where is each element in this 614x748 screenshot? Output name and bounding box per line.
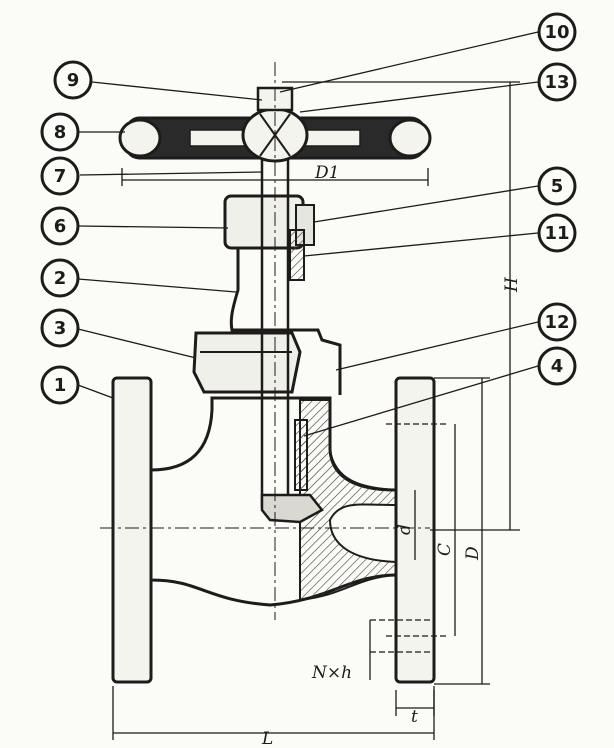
svg-text:4: 4	[551, 356, 564, 377]
packing	[289, 229, 305, 281]
dim-label-nxh: N×h	[311, 663, 352, 683]
union-nut	[192, 331, 302, 394]
dimension-lines	[112, 81, 520, 740]
bonnet-outline	[229, 245, 342, 395]
gland-nut	[223, 194, 315, 250]
dim-label-l: L	[261, 729, 273, 748]
callout-11: 11	[537, 213, 577, 253]
callout-4: 4	[537, 346, 577, 386]
svg-text:7: 7	[54, 166, 67, 187]
dim-label-h: H	[502, 276, 522, 293]
svg-text:8: 8	[54, 122, 67, 143]
left-flange	[111, 376, 153, 684]
callout-6: 6	[40, 206, 80, 246]
callout-2: 2	[40, 258, 80, 298]
dim-label-c: C	[435, 543, 455, 556]
svg-text:3: 3	[54, 318, 67, 339]
callout-12: 12	[537, 302, 577, 342]
callout-13: 13	[537, 62, 577, 102]
callout-1: 1	[40, 365, 80, 405]
svg-text:12: 12	[544, 312, 569, 333]
section-hatching	[299, 399, 397, 602]
callout-7: 7	[40, 156, 80, 196]
svg-text:1: 1	[54, 375, 67, 396]
callout-8: 8	[40, 112, 80, 152]
dim-label-t: t	[411, 707, 418, 727]
svg-text:2: 2	[54, 268, 67, 289]
svg-text:9: 9	[67, 70, 80, 91]
dimension-labels: D1 H d C D N×h t L	[261, 163, 522, 748]
dim-label-d-outer: D	[463, 546, 483, 561]
dim-label-d: d	[395, 524, 415, 535]
callout-5: 5	[537, 166, 577, 206]
callout-9: 9	[53, 60, 93, 100]
svg-text:5: 5	[551, 176, 564, 197]
callouts: 10 9 13 8 7 5 6 11	[40, 12, 577, 405]
callout-3: 3	[40, 308, 80, 348]
leader-lines	[77, 31, 539, 437]
dim-label-d1: D1	[314, 163, 339, 183]
bolt-holes	[370, 423, 446, 653]
valve-disc	[260, 419, 324, 524]
valve-body	[111, 245, 436, 684]
svg-text:6: 6	[54, 216, 67, 237]
svg-text:10: 10	[544, 22, 569, 43]
svg-text:11: 11	[544, 223, 569, 244]
callout-10: 10	[537, 12, 577, 52]
svg-text:13: 13	[544, 72, 569, 93]
